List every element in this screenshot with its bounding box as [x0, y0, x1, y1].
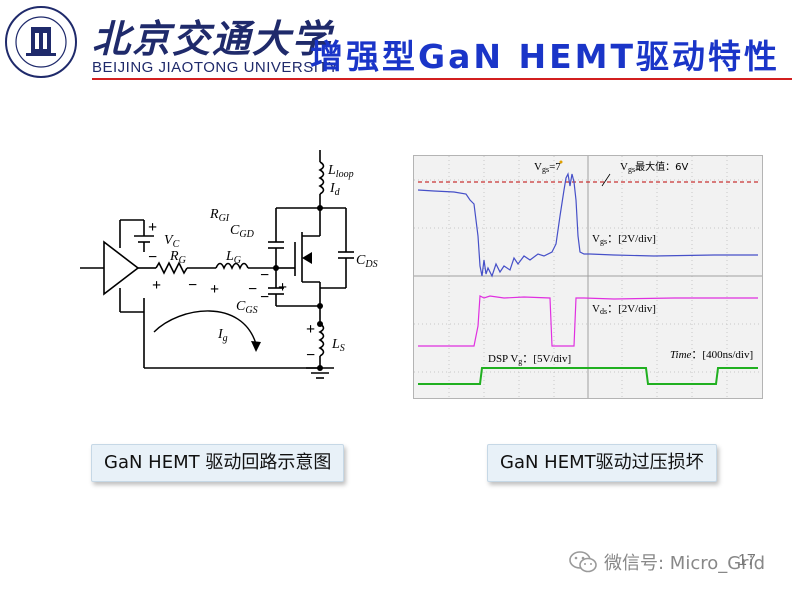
- slide-title: 增强型GaN HEMT驱动特性: [310, 37, 780, 76]
- cgs-minus-sign: −: [260, 267, 269, 284]
- i-g-label: I: [217, 327, 224, 342]
- vgs-trace: [417, 172, 758, 278]
- l-s-sub: S: [340, 343, 345, 354]
- vds-trace: [418, 295, 758, 347]
- vgs-max-label: V: [620, 161, 628, 173]
- university-name-en: BEIJING JIAOTONG UNIVERSITY: [92, 59, 339, 76]
- c-gs-sub: GS: [245, 305, 257, 316]
- circuit-svg: Lloop Id RGI CGD VC RG LG CDS CGS Ig LS …: [80, 150, 378, 379]
- university-name-cn: 北京交通大学: [92, 16, 333, 61]
- svg-text:LG: LG: [225, 249, 241, 266]
- r-g-label: R: [169, 249, 179, 264]
- svg-text:Lloop: Lloop: [327, 163, 354, 180]
- svg-text:Vds：[2V/div]: Vds：[2V/div]: [592, 303, 656, 316]
- dsp-sub: g: [518, 357, 522, 366]
- vc-minus-sign: −: [148, 249, 157, 266]
- dsp-label: DSP V: [488, 353, 518, 365]
- svg-text:Vgs=7: Vgs=7: [534, 161, 561, 174]
- oscilloscope-capture: Vgs=7 Vgs最大值：6V Vgs：[2V/div] Vds：[2V/div…: [413, 155, 763, 399]
- scope-svg: Vgs=7 Vgs最大值：6V Vgs：[2V/div] Vds：[2V/div…: [414, 156, 762, 398]
- svg-text:CDS: CDS: [356, 253, 378, 270]
- l-loop-label: L: [327, 163, 336, 178]
- c-ds-sub: DS: [364, 259, 377, 270]
- vgs-peak-sub: gs: [542, 165, 549, 174]
- watermark-text: 微信号: Micro_Grid: [604, 553, 766, 574]
- svg-text:DSP Vg：[5V/div]: DSP Vg：[5V/div]: [488, 353, 571, 366]
- c-gd-sub: GD: [239, 229, 254, 240]
- rg-minus-sign: −: [188, 277, 197, 294]
- i-d-label: I: [329, 181, 336, 196]
- vds-scale-sub: ds: [600, 307, 607, 316]
- l-s-label: L: [331, 337, 340, 352]
- lg-plus-sign: +: [210, 281, 219, 298]
- page-number: 17: [738, 552, 756, 569]
- svg-text:LS: LS: [331, 337, 345, 354]
- v-c-label: V: [164, 233, 174, 248]
- vgs-scale-sub: gs: [600, 237, 607, 246]
- time-label: Time: [670, 349, 692, 361]
- wechat-icon: [569, 551, 597, 573]
- time-value: ：[400ns/div]: [691, 349, 753, 361]
- vgs-scale-label: V: [592, 233, 600, 245]
- svg-text:Time：[400ns/div]: Time：[400ns/div]: [670, 349, 753, 361]
- vc-plus-sign: +: [148, 219, 157, 236]
- ls-minus-sign: −: [306, 347, 315, 364]
- cgs-plus-sign: +: [278, 279, 287, 296]
- i-g-sub: g: [223, 333, 228, 344]
- vgs-max-text: 最大值：6V: [635, 160, 688, 173]
- ls-plus-sign: +: [306, 321, 315, 338]
- c-gs-label: C: [236, 299, 246, 314]
- r-gi-label: R: [209, 207, 219, 222]
- svg-text:Vgs最大值：6V: Vgs最大值：6V: [620, 160, 688, 174]
- i-d-sub: d: [335, 187, 341, 198]
- vds-scale-value: ：[2V/div]: [607, 303, 656, 315]
- scope-caption: GaN HEMT驱动过压损坏: [487, 444, 717, 482]
- v-c-sub: C: [173, 239, 180, 250]
- circuit-caption: GaN HEMT 驱动回路示意图: [91, 444, 345, 482]
- rg-plus-sign: +: [152, 277, 161, 294]
- vgs-max-sub: gs: [628, 165, 635, 174]
- svg-text:CGS: CGS: [236, 299, 258, 316]
- l-g-label: L: [225, 249, 234, 264]
- vgs-peak-value: =7: [549, 161, 561, 173]
- university-seal-logo: [5, 6, 77, 78]
- l-g-sub: G: [234, 255, 241, 266]
- l-loop-sub: loop: [336, 169, 354, 180]
- svg-text:RGI: RGI: [209, 207, 230, 224]
- svg-text:CGD: CGD: [230, 223, 255, 240]
- svg-text:VC: VC: [164, 233, 180, 250]
- vgs-scale-value: ：[2V/div]: [607, 233, 656, 245]
- dsp-value: ：[5V/div]: [522, 353, 571, 365]
- svg-text:Vgs：[2V/div]: Vgs：[2V/div]: [592, 233, 656, 246]
- dsp-trace: [418, 367, 758, 385]
- r-g-sub: G: [179, 255, 186, 266]
- vds-scale-label: V: [592, 303, 600, 315]
- c-gd-label: C: [230, 223, 240, 238]
- cgs-minus-sign-2: −: [260, 289, 269, 306]
- c-ds-label: C: [356, 253, 366, 268]
- svg-text:Id: Id: [329, 181, 341, 198]
- wechat-watermark: 微信号: Micro_Grid: [568, 547, 765, 577]
- svg-text:RG: RG: [169, 249, 186, 266]
- lg-minus-sign: −: [248, 281, 257, 298]
- slide-header: 北京交通大学 BEIJING JIAOTONG UNIVERSITY 增强型Ga…: [0, 0, 794, 82]
- gate-drive-circuit-diagram: Lloop Id RGI CGD VC RG LG CDS CGS Ig LS …: [70, 148, 390, 400]
- header-divider: [92, 78, 792, 80]
- svg-text:Ig: Ig: [217, 327, 228, 344]
- r-gi-sub: GI: [219, 213, 230, 224]
- vgs-peak-label: V: [534, 161, 542, 173]
